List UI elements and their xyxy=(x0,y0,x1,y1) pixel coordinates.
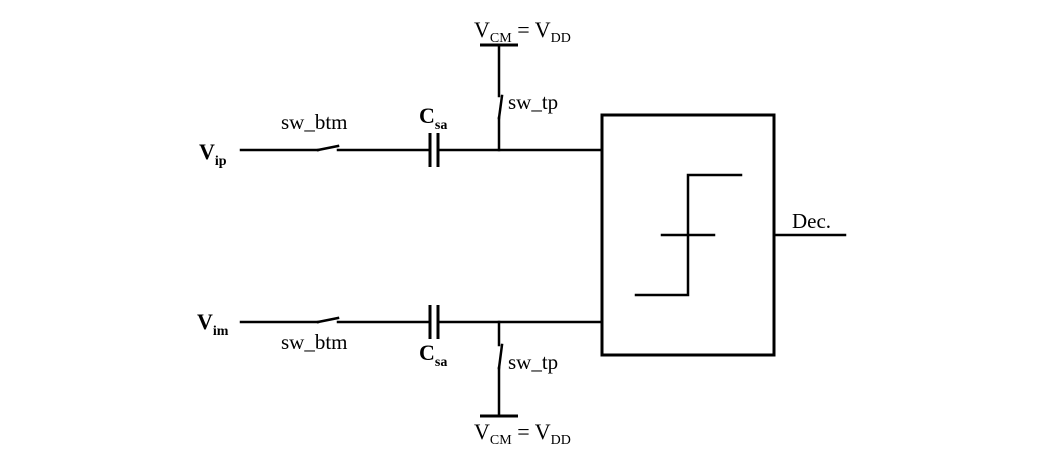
output-label: Dec. xyxy=(792,209,831,233)
top-reference-label: VCM = VDD xyxy=(474,17,571,46)
bottom-capacitor xyxy=(428,305,440,339)
input-label-vim: Vim xyxy=(197,309,229,339)
bottom-sw-btm-label: sw_btm xyxy=(281,330,348,354)
top-sw-tp-switch xyxy=(497,94,504,120)
top-capacitor xyxy=(428,133,440,167)
bottom-reference-label: VCM = VDD xyxy=(474,419,571,448)
top-sw-btm-switch xyxy=(316,144,340,152)
hysteresis-symbol xyxy=(634,173,743,297)
bottom-capacitor-label: Csa xyxy=(419,340,447,370)
top-sw-tp-label: sw_tp xyxy=(508,90,558,114)
bottom-sw-tp-label: sw_tp xyxy=(508,350,558,374)
bottom-sw-tp-switch xyxy=(497,343,504,370)
top-capacitor-label: Csa xyxy=(419,103,447,133)
top-sw-btm-label: sw_btm xyxy=(281,110,348,134)
bottom-sw-btm-switch xyxy=(316,316,340,324)
input-label-vip: Vip xyxy=(199,139,227,169)
